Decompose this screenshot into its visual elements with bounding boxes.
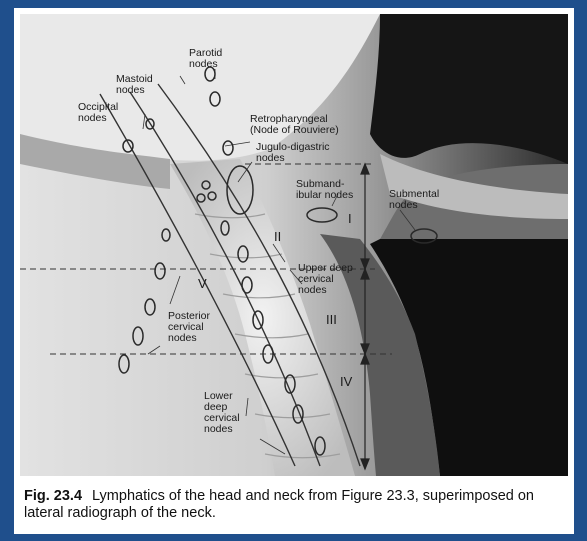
upper-deep-cervical-label: Upper deep cervical nodes bbox=[298, 263, 353, 296]
zone-iii-label: III bbox=[326, 312, 337, 327]
submental-label: Submental nodes bbox=[389, 189, 439, 211]
caption-text: Lymphatics of the head and neck from Fig… bbox=[24, 488, 534, 521]
page: Parotid nodes Mastoid nodes Occipital no… bbox=[14, 8, 574, 534]
radiograph-figure: Parotid nodes Mastoid nodes Occipital no… bbox=[20, 14, 568, 476]
parotid-nodes-label: Parotid nodes bbox=[189, 48, 222, 70]
zone-i-label: I bbox=[348, 211, 352, 226]
mastoid-nodes-label: Mastoid nodes bbox=[116, 74, 153, 96]
retropharyngeal-label: Retropharyngeal (Node of Rouviere) bbox=[250, 114, 339, 136]
zone-ii-label: II bbox=[274, 229, 281, 244]
submandibular-label: Submand- ibular nodes bbox=[296, 179, 353, 201]
posterior-cervical-label: Posterior cervical nodes bbox=[168, 311, 210, 344]
zone-iv-label: IV bbox=[340, 374, 352, 389]
lower-deep-cervical-label: Lower deep cervical nodes bbox=[204, 391, 240, 435]
zone-v-label: V bbox=[198, 276, 207, 291]
jugulodigastric-label: Jugulo-digastric nodes bbox=[256, 142, 330, 164]
figure-number: Fig. 23.4 bbox=[24, 488, 82, 504]
occipital-nodes-label: Occipital nodes bbox=[78, 102, 118, 124]
lateral-neck-radiograph bbox=[20, 14, 568, 476]
